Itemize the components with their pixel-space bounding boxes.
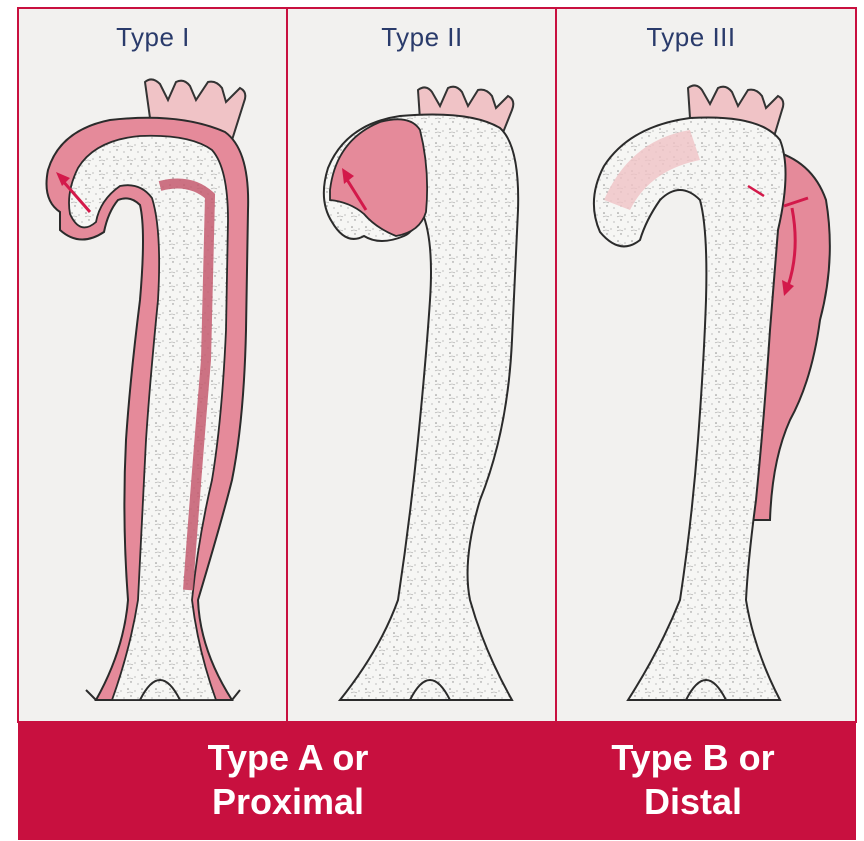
panel-title-type-2: Type II <box>287 22 557 53</box>
footer-label-type-b: Type B or Distal <box>558 736 828 824</box>
footer-label-type-a-line2: Proximal <box>138 780 438 824</box>
panel-title-type-1: Type I <box>18 22 288 53</box>
footer-label-type-b-line1: Type B or <box>558 736 828 780</box>
footer-label-type-b-line2: Distal <box>558 780 828 824</box>
footer-label-type-a-line1: Type A or <box>138 736 438 780</box>
footer-label-type-a: Type A or Proximal <box>138 736 438 824</box>
classification-footer: Type A or Proximal Type B or Distal <box>18 722 856 840</box>
panel-title-type-3: Type III <box>556 22 826 53</box>
